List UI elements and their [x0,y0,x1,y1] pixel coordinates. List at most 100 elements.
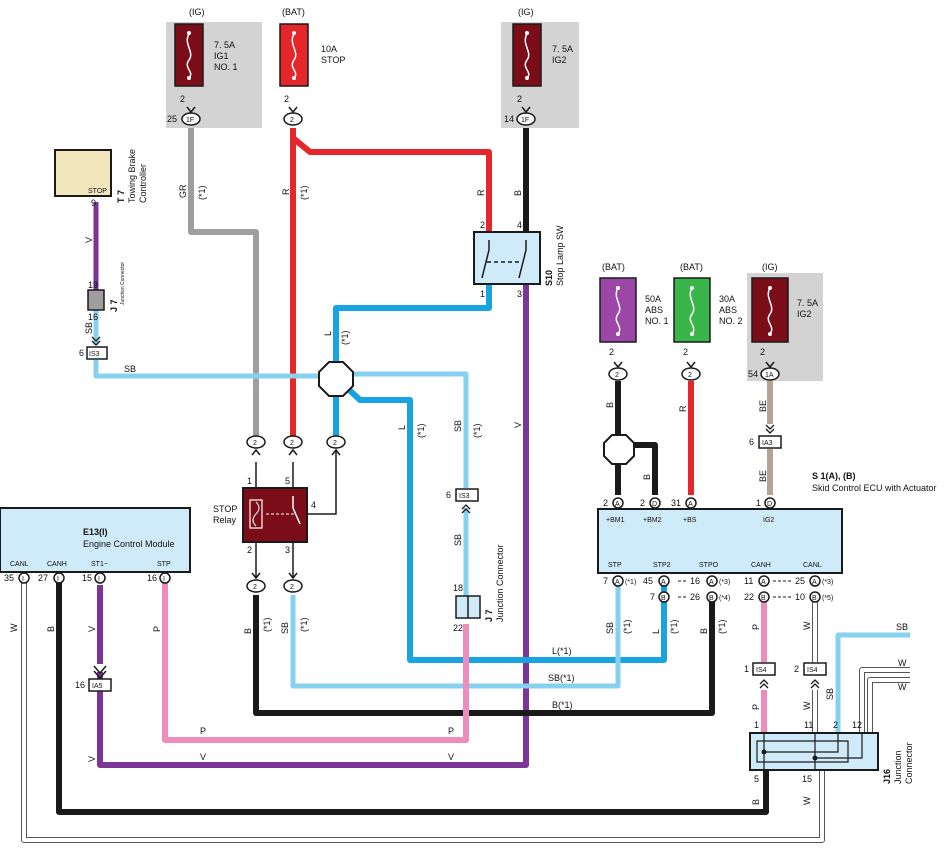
svg-text:P: P [448,726,454,736]
svg-text:A: A [709,579,714,586]
wire-gr [188,128,259,436]
svg-text:(IG): (IG) [762,262,778,272]
svg-text:P: P [200,726,206,736]
svg-text:(BAT): (BAT) [282,7,305,17]
svg-text:P: P [751,624,761,630]
svg-text:SB: SB [825,688,835,700]
svg-text:(*5): (*5) [822,595,833,602]
svg-text:IS3: IS3 [459,493,470,500]
svg-text:(*1): (*1) [197,185,207,200]
connector-is4-b: IS4 2 [794,662,827,689]
svg-text:(*1): (*1) [299,185,309,200]
svg-text:E13(I): E13(I) [83,527,108,537]
fuse-ig2-top: (IG) 7. 5A IG2 2 [512,7,573,104]
svg-text:2: 2 [247,545,252,555]
svg-text:SB: SB [896,622,908,632]
svg-text:SB: SB [453,534,463,546]
towing-brake-controller: STOP 9 T 7 Towing Brake Controller [54,149,148,208]
svg-text:IA5: IA5 [92,683,103,690]
svg-text:A: A [615,501,620,508]
svg-text:Stop Lamp SW: Stop Lamp SW [555,225,565,286]
svg-text:CANH: CANH [751,562,771,569]
svg-text:IA3: IA3 [762,440,773,447]
wire-sb-main [93,360,322,379]
svg-text:B: B [751,799,761,805]
svg-text:+BM1: +BM1 [606,517,625,524]
svg-text:22: 22 [744,592,754,602]
svg-text:6: 6 [446,490,451,500]
svg-text:V: V [513,422,523,428]
svg-text:2: 2 [615,372,619,379]
connector-is4-a: IS4 1 [744,662,776,689]
svg-text:16: 16 [75,680,85,690]
wire-w-j16-right-in [860,668,910,733]
svg-text:Junction Connector: Junction Connector [120,262,126,305]
svg-text:B: B [699,628,709,634]
svg-text:10A: 10A [321,44,337,54]
svg-text:I: I [57,576,59,583]
svg-text:CANH: CANH [47,561,67,568]
svg-text:B: B [513,190,523,196]
svg-text:1: 1 [754,720,759,730]
svg-text:27: 27 [38,573,48,583]
svg-text:1F: 1F [521,117,529,124]
svg-text:3: 3 [285,545,290,555]
svg-text:1A: 1A [765,372,774,379]
svg-text:NO. 2: NO. 2 [719,316,743,326]
svg-text:V: V [448,752,454,762]
svg-text:IG2: IG2 [797,309,812,319]
svg-text:B: B [812,595,817,602]
svg-text:2: 2 [760,347,765,357]
wire-v-sw3 [97,284,529,768]
wires [21,128,910,843]
svg-text:IG1: IG1 [214,51,229,61]
svg-text:NO. 1: NO. 1 [214,62,238,72]
wire-b-ecm-canh [56,582,769,815]
svg-text:(*1): (*1) [717,619,727,634]
svg-text:14: 14 [504,114,514,124]
svg-text:19: 19 [88,280,98,290]
svg-text:Skid Control ECU with Actuator: Skid Control ECU with Actuator [812,483,937,493]
wire-b-relay-ecu [253,595,715,716]
svg-text:(*3): (*3) [822,579,833,586]
svg-text:2: 2 [253,584,257,591]
svg-text:Connector: Connector [904,742,914,784]
svg-text:7: 7 [603,576,608,586]
svg-text:STOP: STOP [321,55,345,65]
svg-text:30A: 30A [719,294,735,304]
svg-text:16: 16 [690,576,700,586]
svg-text:I: I [22,576,24,583]
connector-ia5: IA5 16 [75,665,112,692]
svg-text:W: W [802,796,812,805]
svg-text:STP: STP [157,561,171,568]
wire-p-ecm [162,582,469,743]
svg-text:(*1): (*1) [262,617,272,632]
svg-text:BE: BE [758,470,768,482]
svg-text:10: 10 [795,592,805,602]
svg-text:STPO: STPO [699,562,719,569]
svg-text:STOP: STOP [88,188,107,195]
svg-text:5: 5 [754,774,759,784]
svg-text:Engine Control Module: Engine Control Module [83,539,175,549]
svg-text:Controller: Controller [138,164,148,203]
svg-text:W: W [898,658,907,668]
svg-text:31: 31 [671,498,681,508]
svg-text:9: 9 [91,198,96,208]
svg-text:50A: 50A [645,294,661,304]
relay-top-connectors [246,435,346,593]
svg-text:4: 4 [311,500,316,510]
svg-text:2: 2 [480,220,485,230]
svg-text:Junction Connector: Junction Connector [495,544,505,622]
svg-text:25: 25 [167,114,177,124]
svg-text:P: P [751,704,761,710]
svg-text:2: 2 [333,440,337,447]
junction-j7-mid: 18 22 J 7 Junction Connector [453,544,505,633]
svg-text:B: B [642,474,652,480]
svg-text:2: 2 [640,498,645,508]
svg-text:15: 15 [82,573,92,583]
svg-text:V: V [87,626,97,632]
svg-text:2: 2 [290,440,294,447]
svg-text:2: 2 [253,440,257,447]
svg-text:18: 18 [453,583,463,593]
